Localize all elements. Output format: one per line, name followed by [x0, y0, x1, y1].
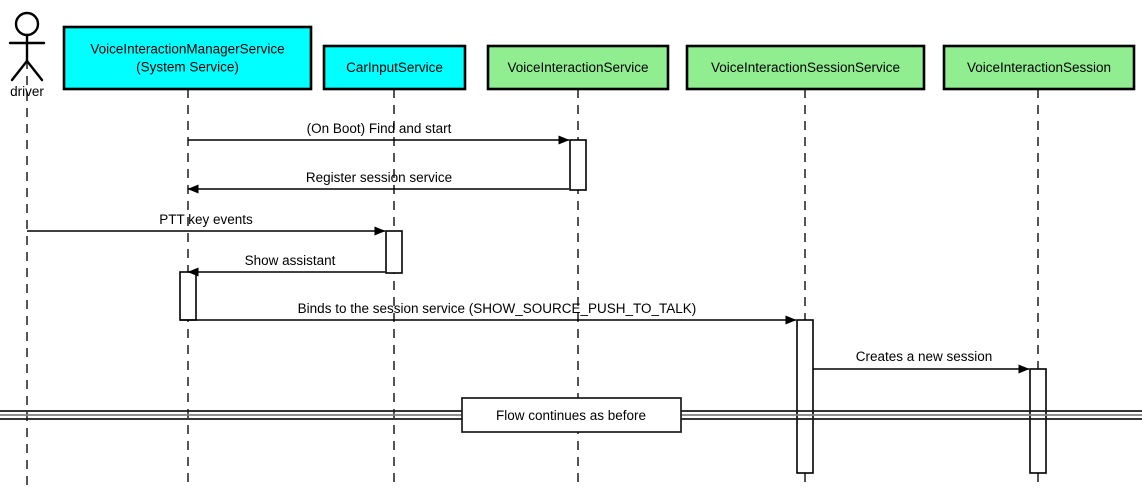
message-label-m3: PTT key events [159, 212, 253, 227]
participant-boxes-group: VoiceInteractionManagerService (System Se… [62, 25, 1136, 91]
participant-box-carinput [322, 44, 467, 91]
message-label-m4: Show assistant [245, 253, 336, 268]
divider-label: Flow continues as before [496, 408, 646, 423]
message-m1: (On Boot) Find and start [188, 121, 570, 145]
message-label-m5: Binds to the session service (SHOW_SOURC… [298, 301, 697, 316]
activation-bar-a-car-1 [385, 230, 403, 274]
message-m6: Creates a new session [813, 349, 1030, 374]
participant-box-visess [942, 44, 1136, 91]
message-m3: PTT key events [27, 212, 386, 236]
participant-vis[interactable]: VoiceInteractionService [486, 44, 670, 91]
participant-carinput[interactable]: CarInputService [322, 44, 467, 91]
flow-divider-group: Flow continues as before [0, 397, 1142, 433]
activation-bar-a-vims-1 [179, 271, 197, 321]
activation-bars-group [179, 139, 1047, 474]
message-label-m2: Register session service [306, 170, 452, 185]
participant-sublabel-vims: (System Service) [136, 60, 239, 75]
participant-label-visess: VoiceInteractionSession [967, 60, 1111, 75]
message-m4: Show assistant [187, 253, 385, 277]
participant-box-viss [685, 44, 926, 91]
participant-label-vis: VoiceInteractionService [507, 60, 648, 75]
actor-leg-left-icon [10, 59, 29, 82]
participant-box-vims [62, 25, 313, 91]
message-m5: Binds to the session service (SHOW_SOURC… [180, 301, 797, 325]
activation-bar-a-vis-1 [569, 139, 587, 191]
message-m2: Register session service [187, 170, 569, 194]
message-label-m1: (On Boot) Find and start [307, 121, 452, 136]
participant-box-vis [486, 44, 670, 91]
actor-leg-right-icon [25, 59, 44, 82]
participant-viss[interactable]: VoiceInteractionSessionService [685, 44, 926, 91]
divider-box [461, 397, 682, 433]
participant-label-viss: VoiceInteractionSessionService [711, 60, 900, 75]
participant-vims[interactable]: VoiceInteractionManagerService (System Se… [62, 25, 313, 91]
activation-bar-a-visess-1 [1029, 368, 1047, 474]
actor-driver: driver [8, 11, 46, 99]
participant-label-vims: VoiceInteractionManagerService [90, 42, 284, 57]
participant-label-carinput: CarInputService [346, 60, 443, 75]
activation-bar-a-viss-1 [796, 319, 814, 474]
actor-label: driver [10, 84, 44, 99]
participant-visess[interactable]: VoiceInteractionSession [942, 44, 1136, 91]
message-label-m6: Creates a new session [856, 349, 993, 364]
actor-head-icon [14, 11, 40, 37]
